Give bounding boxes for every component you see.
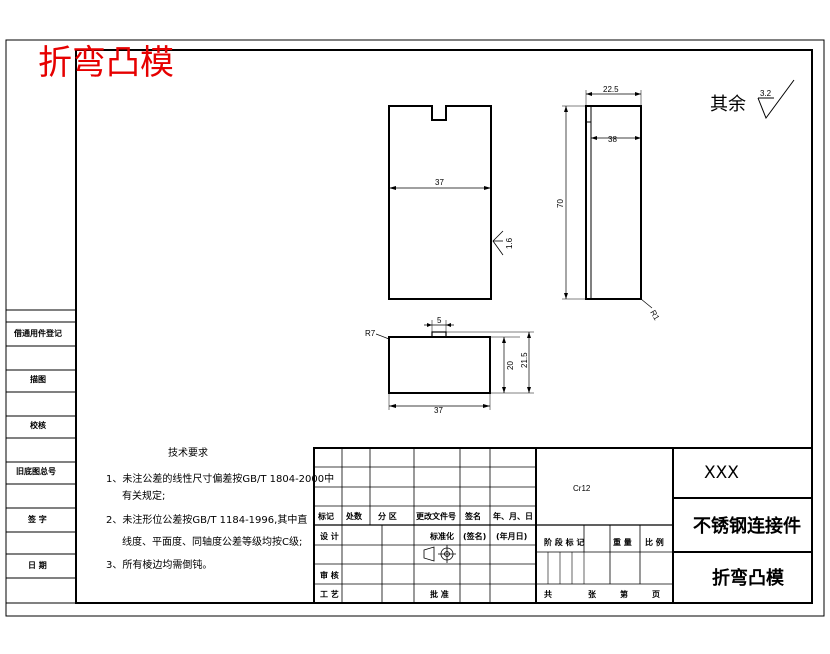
tb-stage-mark: 阶 段 标 记 (544, 537, 584, 547)
side-view (562, 90, 653, 309)
dim-side-height: 70 (556, 199, 565, 208)
dim-side-inner: 38 (608, 135, 617, 144)
dim-front-roughness: 1.6 (505, 237, 514, 249)
tb-sheets-total: 共 (544, 589, 552, 599)
tb-header-zone: 分 区 (378, 511, 397, 521)
tb-header-mark: 标记 (317, 511, 334, 521)
tech-req-line-3: 2、未注形位公差按GB/T 1184-1996,其中直 (106, 513, 307, 526)
left-margin-table (5, 309, 77, 604)
tb-drawing-name: 折弯凸模 (712, 567, 785, 589)
tb-scale: 比 例 (645, 537, 664, 547)
tb-company: XXX (704, 463, 739, 483)
dim-bottom-height-inner: 20 (506, 361, 515, 370)
projection-symbol-icon (423, 545, 456, 563)
tb-sheets-unit: 张 (588, 590, 597, 599)
tb-weight: 重 量 (613, 537, 632, 547)
bottom-view (375, 320, 534, 410)
red-title: 折弯凸模 (38, 43, 174, 83)
dim-bottom-radius-left: R7 (365, 329, 376, 338)
margin-label-date: 日 期 (28, 560, 47, 570)
tb-header-change-doc: 更改文件号 (416, 511, 456, 521)
margin-label-check: 校核 (30, 420, 46, 430)
tb-date-label: (年月日) (496, 531, 527, 541)
tb-header-count: 处数 (345, 511, 363, 521)
dim-bottom-height-outer: 21.5 (520, 352, 529, 368)
dim-front-width: 37 (435, 178, 444, 187)
tb-sheet-no: 第 (620, 589, 628, 599)
tb-process-label: 工 艺 (320, 589, 339, 599)
tb-approve-label: 批 准 (430, 589, 449, 599)
tech-req-line-2: 有关规定; (122, 489, 165, 502)
front-view (388, 105, 504, 300)
tb-header-signature: 签名 (464, 511, 481, 521)
title-block-grid (313, 447, 813, 604)
tech-req-line-1: 1、未注公差的线性尺寸偏差按GB/T 1804-2000中 (106, 472, 334, 485)
tb-review-label: 审 核 (320, 570, 339, 580)
tb-sign-label: (签名) (463, 531, 486, 541)
roughness-symbol (757, 79, 795, 120)
dim-bottom-width: 37 (434, 406, 443, 415)
margin-label-sign: 签 字 (27, 514, 47, 524)
tb-material: Cr12 (573, 484, 591, 493)
tb-standardize-label: 标准化 (429, 531, 454, 541)
margin-label-trace: 描图 (30, 374, 46, 384)
dim-side-top-width: 22.5 (603, 85, 619, 94)
tb-header-date: 年、月、日 (493, 511, 533, 521)
tb-part-name: 不锈钢连接件 (693, 515, 801, 537)
tech-req-title: 技术要求 (168, 446, 208, 459)
tech-req-line-5: 3、所有棱边均需倒钝。 (106, 558, 212, 571)
tb-design-label: 设 计 (320, 531, 339, 541)
margin-label-borrow: 借通用件登记 (13, 328, 62, 338)
dim-corner-radius-right: R1 (648, 309, 661, 323)
surface-finish-label: 其余 (710, 94, 746, 115)
surface-finish-value: 3.2 (760, 89, 772, 98)
margin-label-old-drawing: 旧底图总号 (16, 466, 56, 476)
tb-page: 页 (652, 590, 660, 599)
tech-req-line-4: 线度、平面度、同轴度公差等级均按C级; (122, 535, 302, 548)
dim-bottom-slot: 5 (437, 316, 442, 325)
